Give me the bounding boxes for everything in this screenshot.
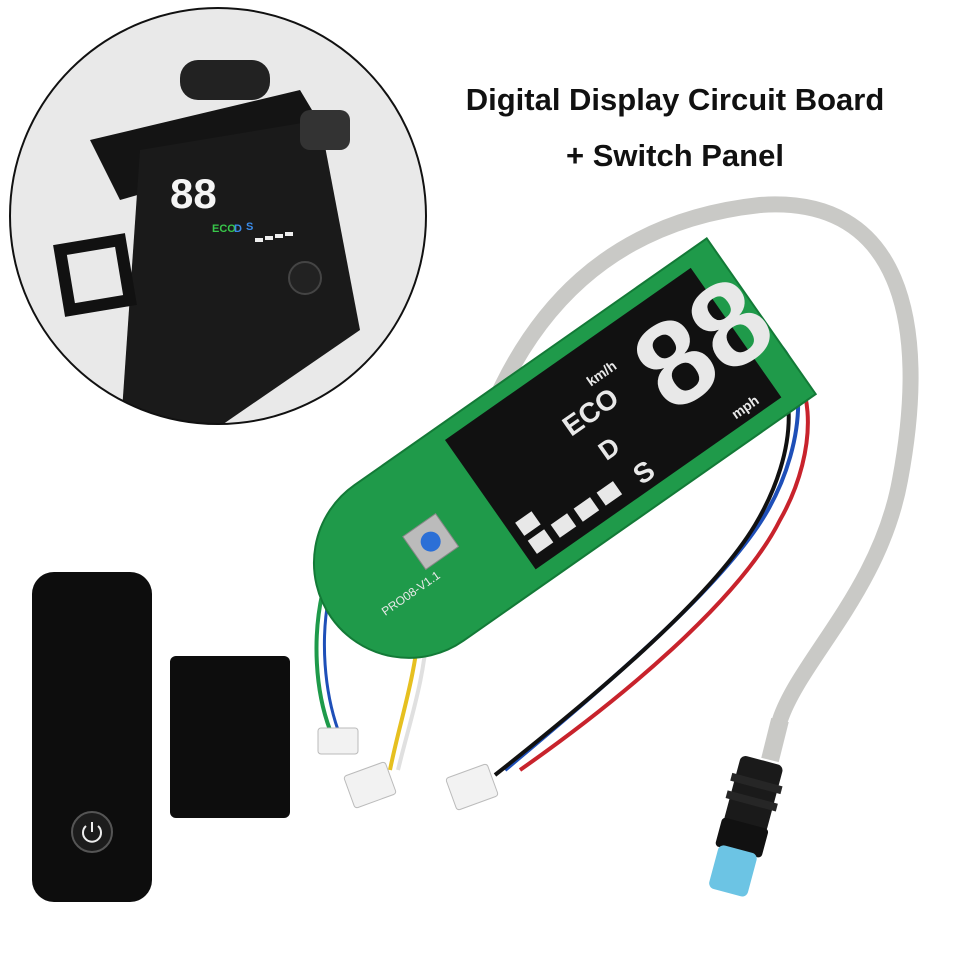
lcd-display <box>445 267 782 570</box>
inset-s: S <box>246 221 253 233</box>
inset-digits: 88 <box>170 170 217 217</box>
inset-scooter-photo: 88 ECO D S <box>10 8 426 424</box>
grey-cable-tail <box>761 717 789 763</box>
battery-bars <box>515 481 623 554</box>
inset-battery-bars <box>255 232 293 242</box>
grey-cable <box>462 196 919 728</box>
product-title-line2: + Switch Panel <box>566 138 784 173</box>
blue-plug-tip <box>709 845 757 897</box>
connector-right <box>445 763 499 811</box>
product-title-line1: Digital Display Circuit Board <box>465 82 885 117</box>
inset-eco: ECO <box>212 223 236 235</box>
inset-border <box>9 7 427 425</box>
waterproof-connector <box>709 755 783 897</box>
connector-left <box>317 727 359 755</box>
connector-middle <box>343 761 397 809</box>
inset-d: D <box>234 223 242 235</box>
inset-power-button <box>288 261 322 295</box>
switch-button <box>420 531 441 552</box>
power-icon <box>82 822 102 843</box>
display-cover <box>170 656 290 818</box>
switch-panel-cover <box>32 572 152 902</box>
